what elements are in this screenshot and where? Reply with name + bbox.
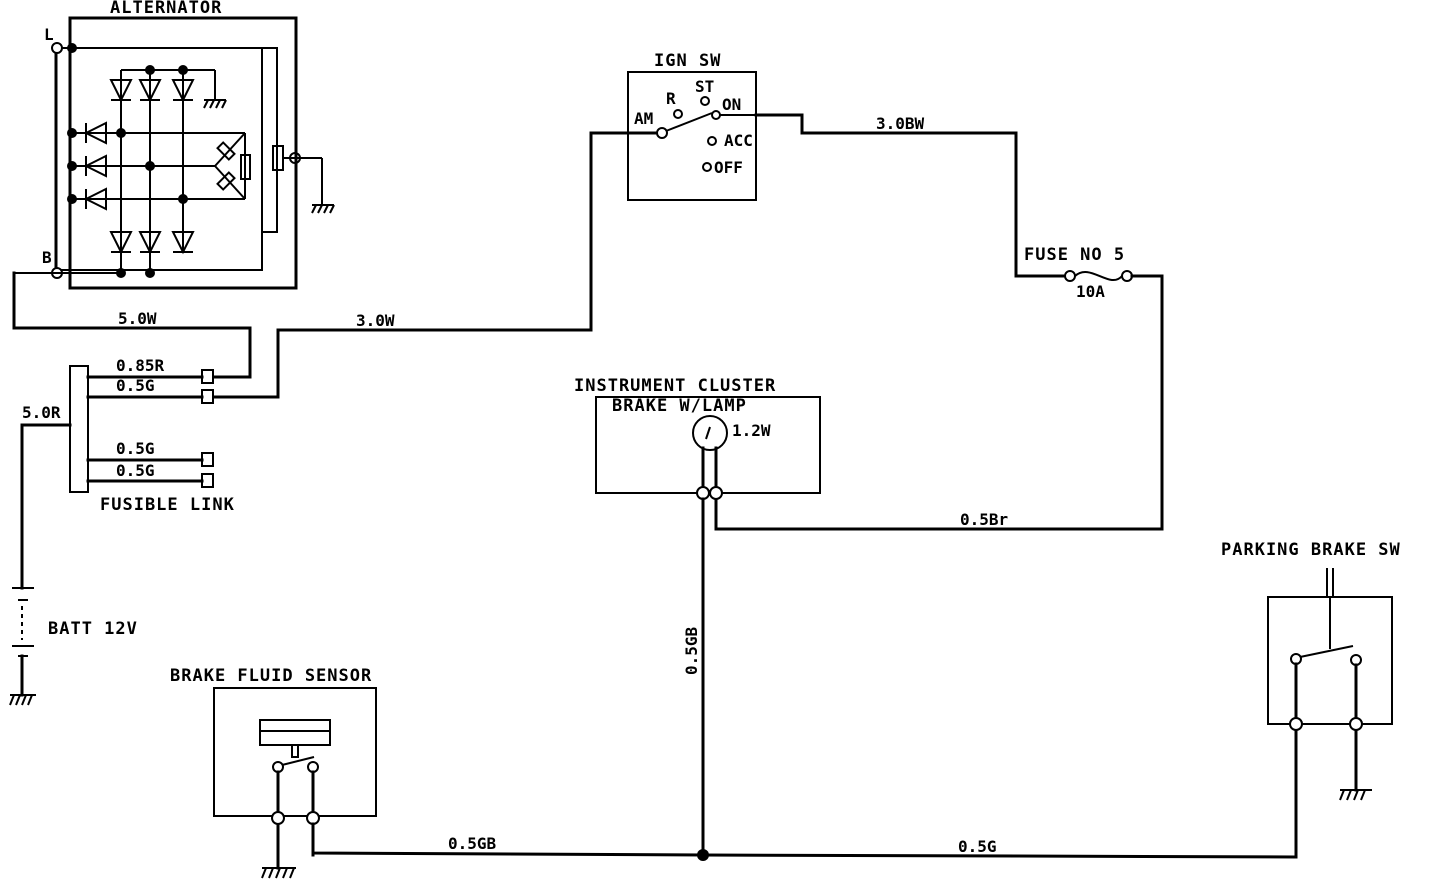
wire-0-5gb-bottom bbox=[311, 822, 705, 857]
wire-label-0-5gb-bottom: 0.5GB bbox=[448, 834, 497, 853]
wire-label-3-0bw: 3.0BW bbox=[876, 114, 925, 133]
ign-sw-label: IGN SW bbox=[654, 51, 721, 71]
wire-label-0-5br: 0.5Br bbox=[960, 510, 1008, 529]
ign-am-label: AM bbox=[634, 109, 653, 128]
lamp-rating: 1.2W bbox=[732, 421, 771, 440]
fuse-rating: 10A bbox=[1076, 282, 1105, 301]
instrument-cluster bbox=[595, 396, 821, 500]
fuse-icon bbox=[1064, 270, 1133, 282]
terminal-l-label: L bbox=[44, 25, 54, 44]
parking-brake-sw-label: PARKING BRAKE SW bbox=[1221, 540, 1401, 560]
wire-5-0w bbox=[12, 271, 252, 379]
wire-label-0-85r: 0.85R bbox=[116, 356, 165, 375]
brake-fluid-sensor-label: BRAKE FLUID SENSOR bbox=[170, 666, 372, 686]
wire-label-0-5g-bottom: 0.5G bbox=[958, 837, 997, 856]
ign-acc-label: ACC bbox=[724, 131, 753, 150]
wire-label-0-5g-3: 0.5G bbox=[116, 461, 155, 480]
ign-off-label: OFF bbox=[714, 158, 743, 177]
junction-dot bbox=[697, 849, 709, 861]
wire-label-5-0r: 5.0R bbox=[22, 403, 61, 422]
parking-brake-switch bbox=[1267, 568, 1393, 792]
wire-label-0-5gb-vertical: 0.5GB bbox=[682, 626, 701, 675]
wire-3-0bw bbox=[754, 113, 1068, 278]
alternator bbox=[14, 16, 323, 290]
ign-switch bbox=[627, 71, 757, 201]
brake-lamp-label: BRAKE W/LAMP bbox=[612, 396, 747, 416]
brake-fluid-sensor bbox=[213, 687, 377, 870]
ground-icon bbox=[261, 867, 296, 879]
ign-on-label: ON bbox=[722, 95, 741, 114]
wire-5-0r bbox=[20, 423, 72, 590]
wire-3-0w bbox=[212, 131, 662, 399]
ign-r-label: R bbox=[666, 89, 676, 108]
fuse-label: FUSE NO 5 bbox=[1024, 245, 1125, 265]
fusible-link-label: FUSIBLE LINK bbox=[100, 495, 235, 515]
ground-icon bbox=[1339, 789, 1372, 801]
ground-icon bbox=[203, 99, 227, 109]
wire-label-3-0w: 3.0W bbox=[356, 311, 395, 330]
battery-label: BATT 12V bbox=[48, 619, 138, 639]
terminal-b-label: B bbox=[42, 248, 52, 267]
ign-st-label: ST bbox=[695, 77, 714, 96]
wire-label-5-0w: 5.0W bbox=[118, 309, 157, 328]
cluster-label: INSTRUMENT CLUSTER bbox=[574, 376, 776, 396]
fusible-link bbox=[69, 365, 214, 493]
wire-0-5g-bottom bbox=[701, 722, 1298, 859]
wire-label-0-5g-2: 0.5G bbox=[116, 439, 155, 458]
ground-icon bbox=[311, 204, 335, 214]
alternator-label: ALTERNATOR bbox=[110, 0, 222, 18]
wire-0-5br bbox=[714, 274, 1164, 531]
wire-label-0-5g-1: 0.5G bbox=[116, 376, 155, 395]
battery-icon bbox=[9, 587, 36, 706]
